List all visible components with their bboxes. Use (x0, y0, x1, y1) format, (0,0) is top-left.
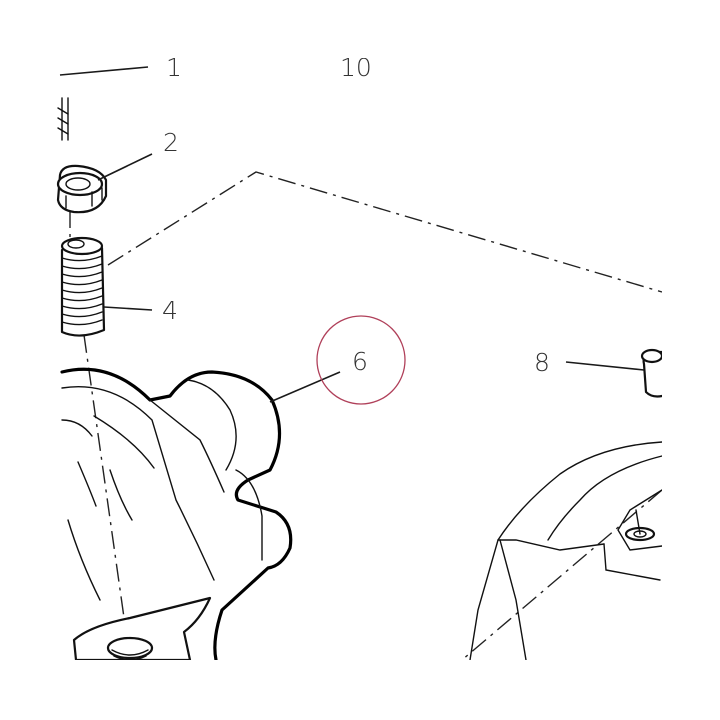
callout-4: 4 (162, 296, 178, 325)
assembly-centerlines (69, 171, 663, 661)
leader-8 (565, 361, 645, 371)
part-castle-nut (56, 153, 153, 214)
callout-8: 8 (534, 348, 550, 377)
leader-4 (103, 306, 153, 311)
part-housing (60, 315, 406, 662)
centerline-left-vertical (69, 210, 131, 661)
highlight-ring-6 (316, 315, 406, 405)
top-crop-mask (0, 0, 720, 58)
callout-6: 6 (352, 347, 368, 376)
callout-labels: 1 10 2 4 6 8 (162, 53, 550, 377)
callout-2: 2 (163, 128, 179, 157)
callout-1: 1 (166, 53, 182, 82)
leader-2 (97, 153, 153, 181)
right-crop-mask (662, 0, 720, 720)
part-bolt (57, 66, 149, 141)
centerline-right-pin (461, 489, 663, 661)
leader-1 (59, 66, 149, 76)
leader-6 (269, 371, 341, 403)
part-pin (565, 348, 664, 398)
assembly-line-main (107, 171, 663, 293)
bottom-crop-mask (0, 660, 720, 720)
part-right-housing (469, 441, 663, 661)
part-threaded-sleeve (60, 236, 153, 337)
